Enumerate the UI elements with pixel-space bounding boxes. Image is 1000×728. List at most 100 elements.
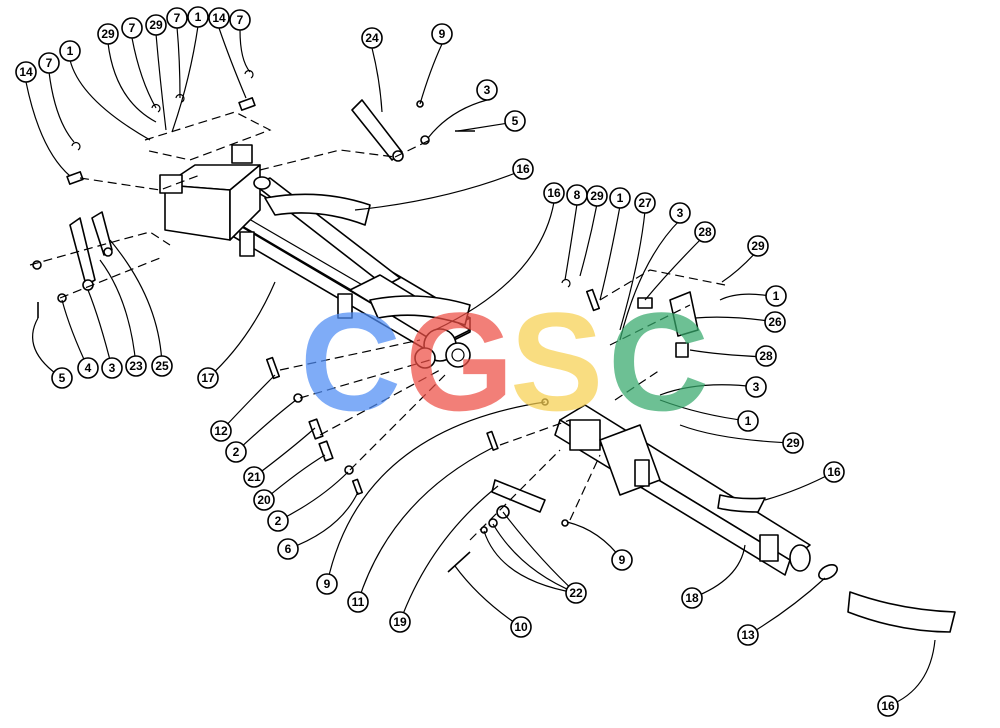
callout-number: 29 xyxy=(101,27,115,41)
callout-1: 1 xyxy=(737,410,759,432)
pivot-arms-left xyxy=(69,211,113,291)
callout-number: 20 xyxy=(257,493,271,507)
callout-16: 16 xyxy=(823,461,845,483)
callout-number: 12 xyxy=(214,424,228,438)
callout-circle xyxy=(586,185,608,207)
callout-12: 12 xyxy=(210,420,232,442)
callout-9: 9 xyxy=(611,549,633,571)
callout-25: 25 xyxy=(151,355,173,377)
callout-number: 4 xyxy=(85,361,92,375)
callout-circle xyxy=(59,40,81,62)
callout-circle xyxy=(101,357,123,379)
callout-number: 5 xyxy=(59,371,66,385)
callout-1: 1 xyxy=(187,6,209,28)
callout-number: 16 xyxy=(516,162,530,176)
beam-clamp-block xyxy=(239,231,353,319)
callout-circle xyxy=(737,410,759,432)
callout-circle xyxy=(823,461,845,483)
callout-circle xyxy=(747,235,769,257)
callout-23: 23 xyxy=(125,355,147,377)
callout-number: 16 xyxy=(827,465,841,479)
callout-number: 23 xyxy=(129,359,143,373)
callout-number: 29 xyxy=(786,436,800,450)
callout-16: 16 xyxy=(512,158,534,180)
callout-circle xyxy=(225,441,247,463)
small-hardware xyxy=(32,70,838,581)
callout-number: 6 xyxy=(285,542,292,556)
callout-number: 25 xyxy=(155,359,169,373)
callout-number: 13 xyxy=(741,628,755,642)
callout-22: 22 xyxy=(565,582,587,604)
callout-5: 5 xyxy=(504,110,526,132)
callout-circle xyxy=(634,192,656,214)
callout-circle xyxy=(121,17,143,39)
callout-number: 2 xyxy=(233,445,240,459)
callout-circle xyxy=(669,202,691,224)
callout-10: 10 xyxy=(510,616,532,638)
callout-circle xyxy=(347,591,369,613)
callout-circle xyxy=(125,355,147,377)
callout-20: 20 xyxy=(253,489,275,511)
callout-circle xyxy=(253,489,275,511)
callout-number: 5 xyxy=(512,114,519,128)
callout-number: 7 xyxy=(237,13,244,27)
callout-4: 4 xyxy=(77,357,99,379)
callout-circle xyxy=(611,549,633,571)
callout-17: 17 xyxy=(197,367,219,389)
callout-number: 7 xyxy=(129,21,136,35)
callout-1: 1 xyxy=(765,285,787,307)
callout-number: 26 xyxy=(768,315,782,329)
callout-circle xyxy=(565,582,587,604)
callout-circle xyxy=(197,367,219,389)
callout-circle xyxy=(97,23,119,45)
lower-linkage xyxy=(447,479,546,573)
callout-1: 1 xyxy=(59,40,81,62)
pivot-arm-upper xyxy=(351,99,404,162)
callout-circle xyxy=(745,376,767,398)
callout-number: 29 xyxy=(590,189,604,203)
callout-14: 14 xyxy=(15,61,37,83)
callout-circle xyxy=(764,311,786,333)
callout-circle xyxy=(229,9,251,31)
watermark-letter: G xyxy=(405,283,514,440)
callout-circle xyxy=(166,7,188,29)
callout-19: 19 xyxy=(389,611,411,633)
callout-29: 29 xyxy=(145,14,167,36)
callout-number: 28 xyxy=(759,349,773,363)
callout-number: 11 xyxy=(352,595,365,609)
callout-number: 19 xyxy=(393,615,407,629)
callout-circle xyxy=(316,573,338,595)
callout-21: 21 xyxy=(243,466,265,488)
main-beam-right xyxy=(554,404,811,576)
callout-circle xyxy=(77,357,99,379)
callout-number: 27 xyxy=(638,196,652,210)
callout-circle xyxy=(476,79,498,101)
assembly-dash-lines xyxy=(29,111,726,541)
callout-9: 9 xyxy=(431,23,453,45)
callout-number: 29 xyxy=(149,18,163,32)
callout-29: 29 xyxy=(747,235,769,257)
callout-29: 29 xyxy=(586,185,608,207)
callout-circle xyxy=(782,432,804,454)
callout-7: 7 xyxy=(229,9,251,31)
callout-number: 16 xyxy=(881,699,895,713)
callout-number: 3 xyxy=(109,361,116,375)
callout-circle xyxy=(151,355,173,377)
callout-28: 28 xyxy=(755,345,777,367)
callout-circle xyxy=(145,14,167,36)
callout-number: 28 xyxy=(698,225,712,239)
callout-2: 2 xyxy=(267,510,289,532)
callout-number: 8 xyxy=(574,188,581,202)
callout-number: 16 xyxy=(547,186,561,200)
callout-29: 29 xyxy=(782,432,804,454)
callout-3: 3 xyxy=(101,357,123,379)
swivel-hub xyxy=(414,328,471,369)
callout-circle xyxy=(510,616,532,638)
callout-circle xyxy=(504,110,526,132)
callout-7: 7 xyxy=(166,7,188,29)
callout-circle xyxy=(15,61,37,83)
hitch-bracket-housing xyxy=(159,144,261,241)
callout-number: 21 xyxy=(247,470,261,484)
